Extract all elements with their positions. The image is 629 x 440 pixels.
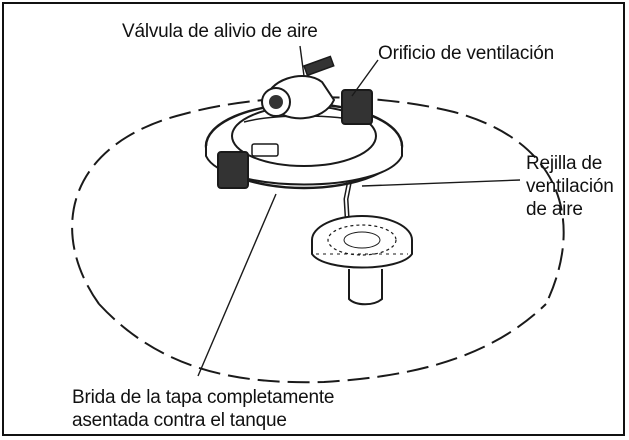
leader-vent xyxy=(351,59,379,97)
tank-lid-illustration xyxy=(71,45,565,384)
tank-base-outline xyxy=(98,303,547,384)
label-lid-flange: Brida de la tapa completamente asentada … xyxy=(72,386,334,432)
label-air-vent-grid-line-2: ventilación xyxy=(526,176,614,197)
air-relief-valve-body xyxy=(261,55,336,120)
label-air-vent-grid-line-3: de aire xyxy=(526,199,583,220)
leader-flange xyxy=(197,193,277,377)
label-lid-flange-line-1: Brida de la tapa completamente xyxy=(72,387,335,408)
label-lid-flange-line-2: asentada contra el tanque xyxy=(72,410,287,431)
label-vent-hole: Orificio de ventilación xyxy=(378,43,554,64)
leader-grid xyxy=(361,179,521,187)
lid-body xyxy=(204,89,404,190)
leader-valve xyxy=(299,45,305,77)
label-air-vent-grid: Rejilla de ventilación de aire xyxy=(526,152,614,221)
label-air-vent-grid-line-1: Rejilla de xyxy=(526,153,603,174)
air-vent-grid xyxy=(311,215,413,306)
diagram-frame: Válvula de alivio de aire Orificio de ve… xyxy=(2,2,625,436)
label-air-relief-valve: Válvula de alivio de aire xyxy=(122,21,318,42)
